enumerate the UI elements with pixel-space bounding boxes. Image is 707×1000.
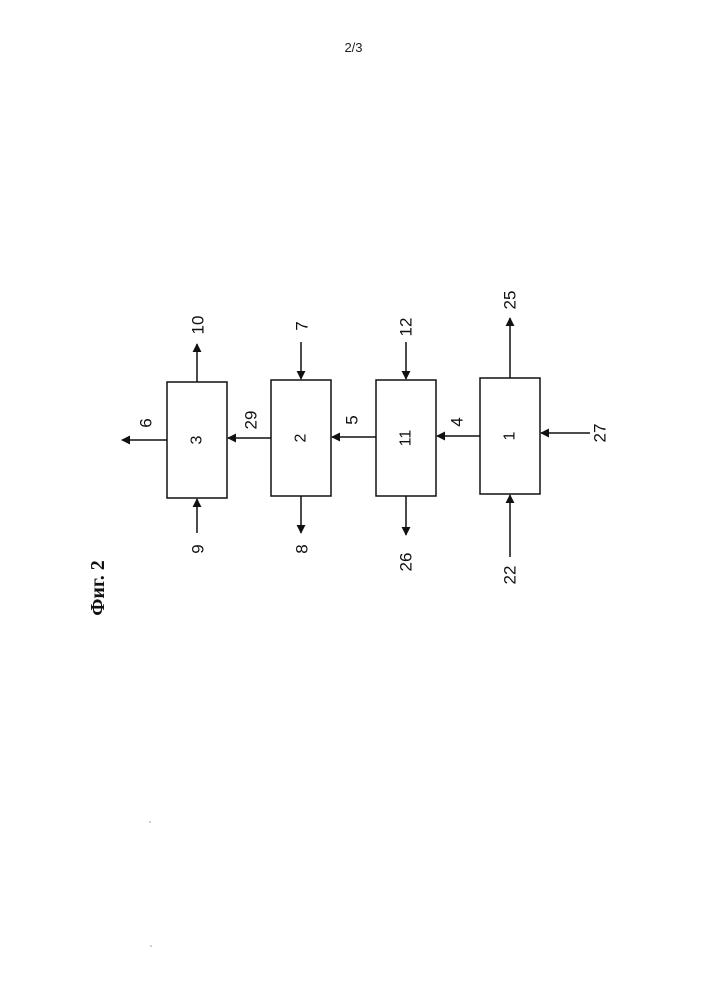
stream-label-4: 4 (448, 417, 467, 426)
stream-label-22: 22 (501, 566, 520, 585)
scan-speck (150, 945, 152, 947)
block-11-label: 11 (398, 430, 415, 447)
stream-label-27: 27 (591, 424, 610, 443)
stream-label-5: 5 (343, 415, 362, 424)
block-2: 2 (271, 380, 331, 496)
block-11: 11 (376, 380, 436, 496)
block-2-label: 2 (293, 433, 310, 442)
stream-label-10: 10 (189, 316, 208, 335)
scan-speck (149, 821, 151, 823)
stream-label-26: 26 (397, 553, 416, 572)
stream-label-6: 6 (137, 418, 156, 427)
block-3-label: 3 (189, 435, 206, 444)
stream-label-8: 8 (293, 544, 312, 553)
stream-label-12: 12 (397, 318, 416, 337)
block-1: 1 (480, 378, 540, 494)
figure-caption: Фиг. 2 (87, 560, 109, 616)
stream-label-9: 9 (189, 544, 208, 553)
block-3: 3 (167, 382, 227, 498)
stream-label-25: 25 (501, 291, 520, 310)
block-1-label: 1 (502, 431, 519, 440)
stream-label-29: 29 (242, 411, 261, 430)
stream-label-7: 7 (293, 321, 312, 330)
